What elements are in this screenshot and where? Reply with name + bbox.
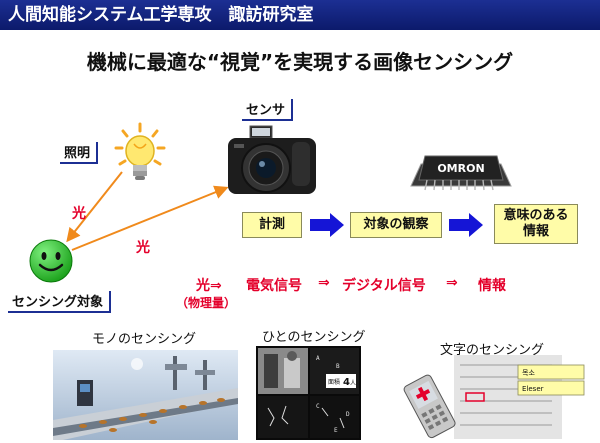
grid-letter-d: D	[346, 411, 350, 418]
flow-electric: 電気信号	[246, 278, 302, 294]
sensor-tag: センサ	[242, 99, 294, 121]
text-sensing-badge-2: Eleser	[522, 385, 544, 393]
factory-conveyor-image	[53, 350, 238, 440]
flow-digital: デジタル信号	[342, 278, 426, 294]
text-sensing-badge-1: 목소	[522, 369, 535, 377]
people-count: 4	[343, 377, 350, 388]
grid-letter-e: E	[334, 427, 338, 434]
caption-things: モノのセンシング	[92, 332, 197, 347]
header-bar: 人間知能システム工学専攻 諏訪研究室	[0, 0, 600, 30]
step-info-box: 意味のある 情報	[494, 204, 578, 244]
camera-icon	[228, 125, 316, 194]
grid-letter-c: C	[316, 403, 320, 410]
text-sensing-image: 목소 Eleser	[403, 355, 585, 439]
caption-text: 文字のセンシング	[440, 343, 545, 358]
smiley-face-icon	[29, 239, 73, 283]
light-label-b: 光	[136, 240, 150, 256]
lighting-tag: 照明	[60, 142, 99, 164]
flow-arrow-2: ⇒	[446, 275, 458, 291]
chip-brand: OMRON	[437, 162, 484, 175]
people-unit: 人	[350, 380, 356, 387]
step-info-line2: 情報	[522, 224, 549, 239]
grid-letter-b: B	[336, 363, 340, 370]
flow-info: 情報	[478, 278, 506, 294]
step-info-line1: 意味のある	[503, 208, 569, 223]
step-observe-box: 対象の観察	[350, 212, 442, 238]
people-sensing-image: 面積 4 人 A B C D E	[256, 346, 361, 440]
caption-people: ひとのセンシング	[262, 330, 366, 345]
step-measure-label: 計測	[258, 217, 285, 232]
flow-light: 光⇒	[196, 278, 222, 294]
page-title: 機械に最適な“視覚”を実現する画像センシング	[86, 50, 514, 74]
people-readout-label: 面積	[328, 378, 340, 386]
step-measure-box: 計測	[242, 212, 302, 238]
light-bulb-icon	[114, 122, 166, 180]
right-arrow-icon	[449, 213, 483, 237]
grid-letter-a: A	[316, 355, 320, 362]
header-title: 人間知能システム工学専攻 諏訪研究室	[8, 5, 314, 25]
flow-arrow-1: ⇒	[318, 275, 330, 291]
omron-chip-icon: OMRON	[410, 155, 512, 191]
step-observe-label: 対象の観察	[363, 217, 429, 232]
light-label-a: 光	[72, 206, 86, 222]
right-arrow-icon	[310, 213, 344, 237]
target-tag: センシング対象	[8, 291, 112, 313]
flow-light-note: （物理量）	[176, 296, 237, 310]
